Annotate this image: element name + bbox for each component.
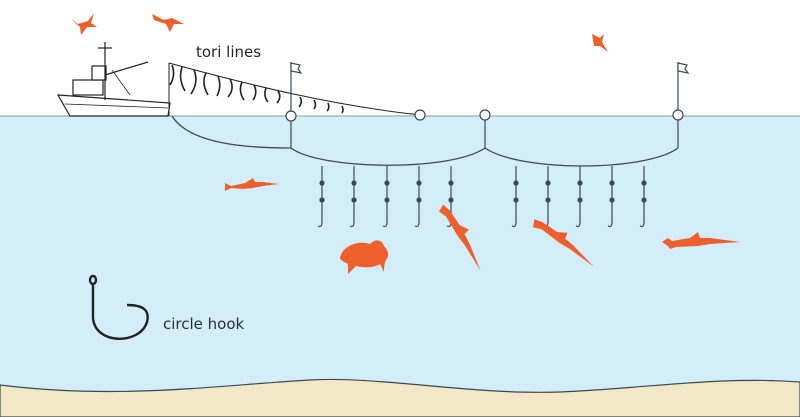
fishing-boat-icon bbox=[56, 42, 171, 117]
circle-hook-icon bbox=[88, 274, 149, 340]
tori-lines-label: tori lines bbox=[196, 43, 262, 61]
branchlines bbox=[317, 166, 647, 228]
sea-turtle-icon bbox=[340, 240, 389, 274]
weight-swivel bbox=[319, 197, 325, 203]
branchline-hook bbox=[317, 166, 323, 228]
seabird-icon bbox=[70, 13, 97, 35]
branchline-hook bbox=[382, 166, 388, 228]
weight-swivel bbox=[351, 197, 357, 203]
weight-swivel bbox=[641, 197, 647, 203]
sky bbox=[0, 0, 800, 116]
branchline-hook bbox=[639, 166, 645, 228]
circle-hook-label: circle hook bbox=[163, 315, 245, 333]
swordfish-icon bbox=[438, 204, 481, 271]
weight-swivel bbox=[351, 180, 357, 186]
branchline-hook bbox=[511, 166, 517, 228]
seabird-icon bbox=[592, 34, 608, 52]
weight-swivel bbox=[609, 180, 615, 186]
weight-swivel bbox=[448, 180, 454, 186]
float-buoys bbox=[285, 62, 690, 148]
weight-swivel bbox=[513, 180, 519, 186]
branchline-hook bbox=[607, 166, 613, 228]
weight-swivel bbox=[609, 197, 615, 203]
mainline bbox=[171, 115, 679, 167]
weight-swivel bbox=[641, 180, 647, 186]
swordfish-icon bbox=[532, 219, 594, 267]
swordfish-icon bbox=[662, 232, 740, 249]
weight-swivel bbox=[448, 197, 454, 203]
seafloor-sand bbox=[0, 378, 800, 417]
weight-swivel bbox=[577, 197, 583, 203]
seabird-icon bbox=[152, 14, 184, 32]
weight-swivel bbox=[384, 197, 390, 203]
weight-swivel bbox=[416, 180, 422, 186]
branchline-hook bbox=[349, 166, 355, 228]
weight-swivel bbox=[513, 197, 519, 203]
water bbox=[0, 116, 800, 417]
weight-swivel bbox=[577, 180, 583, 186]
weight-swivel bbox=[319, 180, 325, 186]
swordfish-icon bbox=[225, 178, 279, 191]
weight-swivel bbox=[384, 180, 390, 186]
weight-swivel bbox=[416, 197, 422, 203]
weight-swivel bbox=[545, 197, 551, 203]
branchline-hook bbox=[575, 166, 581, 228]
weight-swivel bbox=[545, 180, 551, 186]
branchline-hook bbox=[414, 166, 420, 228]
